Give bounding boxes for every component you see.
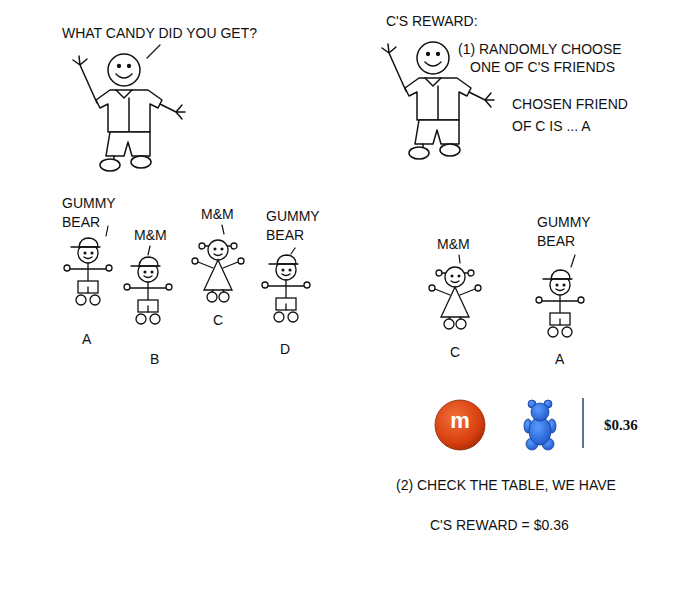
result-text: C'S REWARD = $0.36 (430, 516, 569, 535)
candy-logo: m (449, 410, 471, 432)
step-text: (1) RANDOMLY CHOOSE ONE OF C'S FRIENDS (458, 40, 650, 76)
speech-leader (222, 225, 224, 234)
girl-figure (429, 267, 481, 329)
boy-figure (536, 270, 584, 337)
child-name: A (555, 350, 564, 369)
step-text: (2) CHECK THE TABLE, WE HAVE (396, 476, 616, 495)
step-text: CHOSEN FRIEND OF C IS ... A (512, 93, 640, 137)
child-name: C (213, 311, 223, 330)
gummy-bear (524, 400, 556, 450)
child-name: B (150, 350, 159, 369)
girl-figure (192, 240, 244, 302)
candy-label: M&M (437, 235, 470, 254)
boy-figure (64, 238, 112, 305)
speech-leader (148, 246, 150, 255)
speech-leader (147, 45, 160, 58)
speech-text: WHAT CANDY DID YOU GET? (62, 24, 257, 43)
speech-leader (106, 226, 108, 236)
table-cell: $0.36 (604, 416, 638, 435)
candy-label: GUMMY BEAR (266, 207, 336, 245)
speech-leader (459, 255, 460, 263)
speech-leader (571, 255, 575, 267)
boy-figure (262, 255, 310, 322)
child-name: A (82, 330, 91, 349)
boy-figure (124, 257, 172, 324)
table-divider (582, 398, 584, 448)
child-name: D (280, 340, 290, 359)
candy-label: GUMMY BEAR (537, 213, 607, 251)
candy-label: M&M (201, 205, 234, 224)
speech-leaders (106, 45, 575, 267)
teacher-figure (73, 54, 185, 171)
speech-leader (291, 248, 295, 254)
child-name: C (450, 343, 460, 362)
candy-label: M&M (134, 226, 167, 245)
section-heading: C'S REWARD: (386, 12, 478, 31)
candy-label: GUMMY BEAR (62, 194, 132, 232)
mm-candy (435, 400, 485, 450)
